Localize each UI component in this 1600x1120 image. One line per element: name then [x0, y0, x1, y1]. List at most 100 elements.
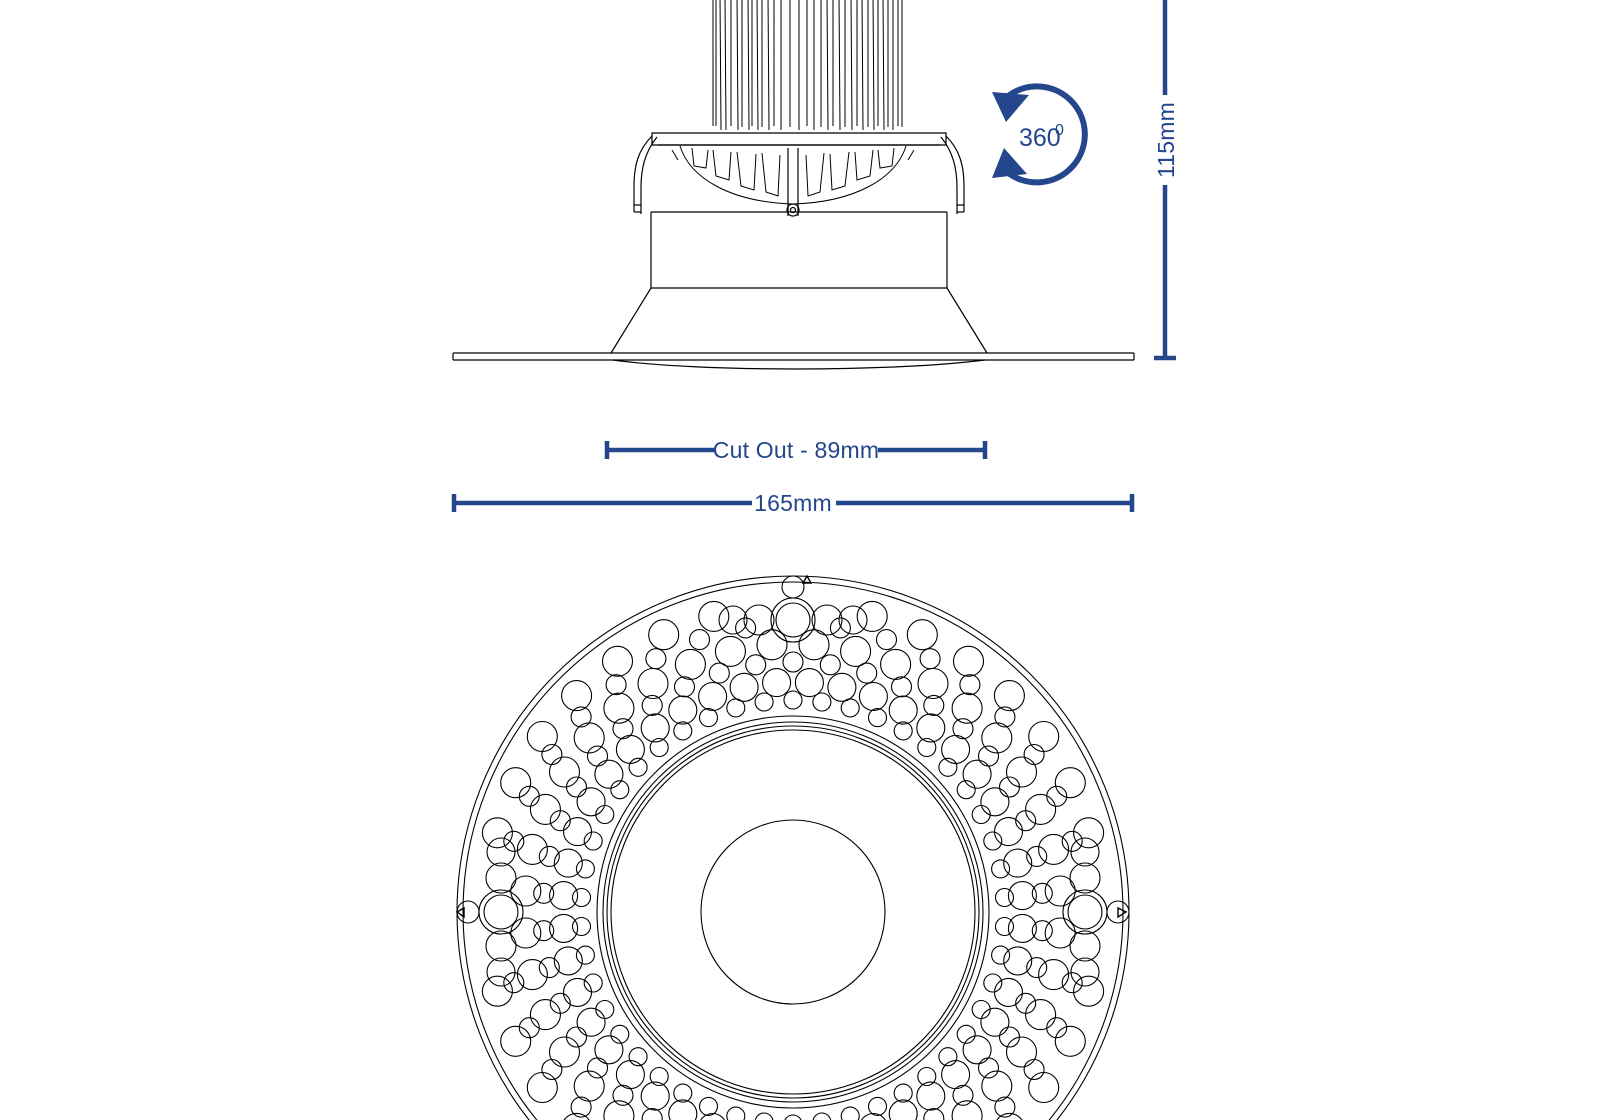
perforation-hole — [594, 759, 624, 789]
perforation-hole — [698, 708, 719, 728]
perforation-hole — [917, 737, 937, 758]
perforation-hole — [880, 648, 912, 680]
perforation-hole — [998, 776, 1021, 798]
perforation-hole — [1028, 720, 1060, 753]
perforation-hole — [962, 1035, 992, 1065]
perforation-hole — [735, 617, 757, 639]
perforation-hole — [565, 1026, 588, 1048]
perforation-hole — [573, 722, 605, 754]
perforation-hole — [762, 668, 792, 698]
perforation-hole — [708, 662, 730, 684]
perforation-hole — [553, 946, 583, 976]
perforation-hole — [956, 780, 976, 800]
perforation-hole — [565, 776, 588, 798]
outer-rim-inner-circle — [462, 581, 1124, 1120]
perforation-hole — [673, 1083, 693, 1103]
perforation-hole — [1061, 972, 1083, 994]
orientation-triangle-top-icon — [801, 574, 813, 584]
perforation-hole — [500, 767, 532, 799]
perforation-hole — [603, 1100, 635, 1120]
perforation-hole — [576, 1007, 606, 1037]
perforation-hole — [994, 916, 1015, 937]
perforation-hole — [595, 999, 615, 1020]
perforation-hole — [563, 1112, 590, 1120]
center-aperture-circle — [700, 819, 886, 1005]
perforation-hole — [516, 959, 548, 991]
perforation-hole — [1003, 848, 1033, 878]
perforation-hole — [1069, 930, 1101, 962]
perforation-hole — [1025, 999, 1057, 1031]
perforation-hole — [668, 1099, 698, 1120]
perforation-hole — [601, 645, 634, 677]
perforation-hole — [941, 734, 971, 764]
perforation-hole — [952, 645, 985, 677]
perforation-hole — [649, 1066, 669, 1087]
perforation-hole — [893, 721, 913, 741]
perforation-hole — [562, 817, 593, 847]
perforation-hole — [570, 706, 592, 728]
perforation-hole — [980, 787, 1010, 817]
perforation-hole — [994, 706, 1016, 728]
perforation-hole — [500, 1025, 532, 1057]
perforation-hole — [941, 1060, 971, 1090]
perforation-hole — [481, 817, 513, 849]
perforation-hole — [586, 745, 609, 767]
perforation-hole — [938, 757, 958, 777]
perforation-hole — [917, 1066, 937, 1087]
perforation-hole — [840, 635, 872, 667]
perforation-hole — [993, 680, 1025, 712]
perforation-hole — [510, 917, 542, 949]
perforation-hole — [583, 973, 603, 993]
perforation-hole — [981, 722, 1013, 754]
right-fixing-boss — [1062, 889, 1128, 935]
perforation-hole — [952, 718, 974, 740]
perforation-hole — [526, 1071, 558, 1104]
perforation-hole — [1054, 767, 1086, 799]
perforation-hole — [576, 787, 606, 817]
perforation-hole — [594, 1035, 624, 1065]
perforation-hole — [1003, 946, 1033, 976]
perforation-hole — [1028, 1071, 1060, 1104]
perforation-hole — [1044, 917, 1076, 949]
perforation-hole — [586, 1057, 609, 1079]
perforation-hole — [612, 718, 634, 740]
perforation-hole — [1061, 830, 1083, 852]
perforation-hole — [641, 1108, 663, 1120]
perforation-hole — [1025, 793, 1057, 825]
perforation-hole — [1007, 913, 1037, 943]
perforation-hole — [952, 1084, 974, 1106]
perforation-hole — [603, 692, 635, 724]
rotation-arrow-upper-icon — [992, 92, 1029, 122]
perforation-hole — [529, 999, 561, 1031]
perforation-hole — [583, 831, 603, 851]
orientation-triangle-right-icon — [1117, 906, 1128, 919]
perforation-hole — [668, 695, 698, 725]
perforation-hole — [640, 713, 670, 743]
perforation-hole — [485, 862, 517, 894]
perforation-hole — [516, 833, 548, 865]
perforation-hole — [916, 713, 946, 743]
perforation-hole — [875, 629, 898, 651]
perforation-hole — [718, 605, 748, 635]
perforation-hole — [983, 831, 1003, 851]
overall-width-dimension: 165mm — [451, 490, 1135, 516]
perforation-hole — [610, 780, 630, 800]
perforation-hole — [951, 692, 983, 724]
perforation-hole — [856, 662, 878, 684]
perforation-hole — [553, 848, 583, 878]
perforation-hole — [1046, 785, 1068, 807]
perforation-hole — [991, 859, 1011, 879]
perforation-hole — [562, 977, 593, 1007]
perforation-hole — [971, 999, 991, 1020]
perforation-hole — [888, 1099, 918, 1120]
perforation-hole — [1069, 862, 1101, 894]
flared-trim-skirt — [610, 287, 988, 370]
perforation-hole — [1044, 875, 1076, 907]
perforation-hole — [518, 785, 540, 807]
perforation-hole — [1007, 881, 1037, 911]
perforation-hole — [561, 680, 593, 712]
perforated-hole-array — [456, 575, 1130, 1120]
perforation-hole — [1054, 1025, 1086, 1057]
height-dimension: 115mm — [1153, 0, 1179, 361]
perforation-hole — [571, 887, 592, 908]
